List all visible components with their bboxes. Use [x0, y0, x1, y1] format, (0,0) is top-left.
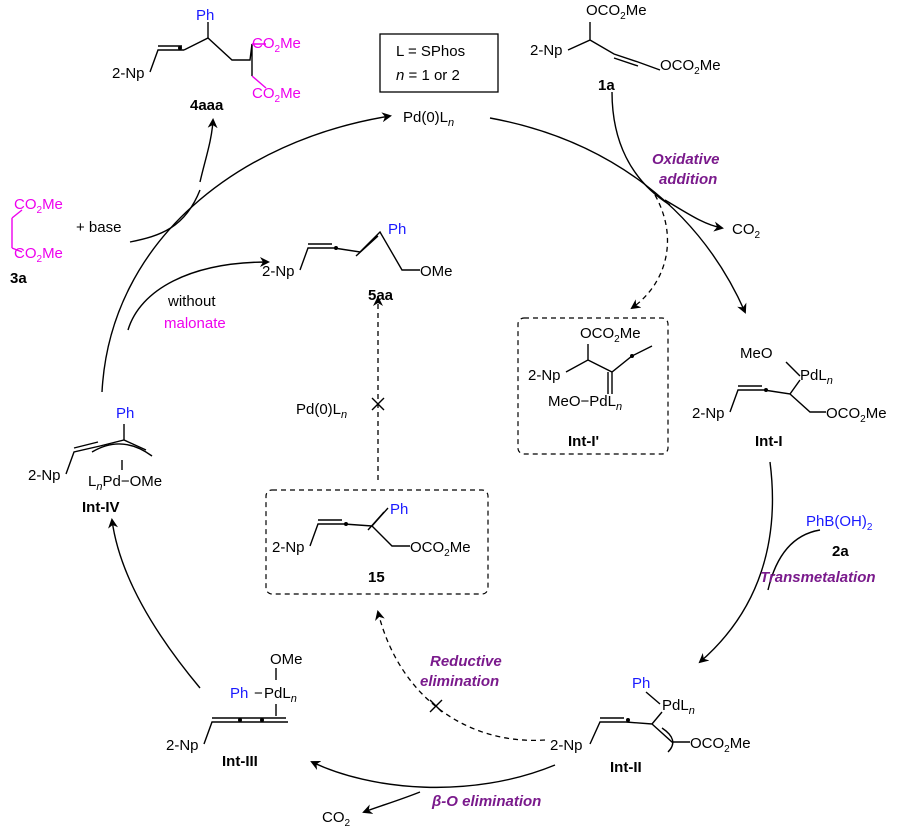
compound-intII: Ph PdLn 2-Np OCO2Me Int-II: [550, 675, 751, 776]
svg-text:CO2Me: CO2Me: [252, 85, 301, 105]
svg-text:Int-I: Int-I: [755, 433, 783, 450]
co2-bottom: CO2: [322, 809, 351, 829]
compound-intI: MeO PdLn 2-Np OCO2Me Int-I: [692, 345, 887, 450]
arrow-to-4aaa: [199, 118, 218, 183]
svg-text:Ph: Ph: [632, 675, 650, 692]
svg-text:15: 15: [368, 569, 385, 586]
compound-intIV: Ph 2-Np LnPd−OMe Int-IV: [28, 405, 162, 516]
svg-text:PdLn: PdLn: [800, 367, 833, 387]
svg-text:Int-III: Int-III: [222, 753, 258, 770]
compound-intIII: OMe Ph − PdLn 2-Np Int-III: [166, 651, 303, 770]
svg-text:OCO2Me: OCO2Me: [690, 735, 751, 755]
label-elimination: elimination: [420, 673, 499, 690]
svg-text:4aaa: 4aaa: [190, 97, 224, 114]
label-reductive: Reductive: [430, 653, 502, 670]
compound-5aa: 2-Np Ph OMe 5aa: [262, 221, 453, 304]
compound-2a-label: 2a: [832, 543, 849, 560]
conditions-box: [379, 33, 499, 93]
svg-text:2-Np: 2-Np: [28, 467, 61, 484]
compound-15-box: [265, 489, 489, 595]
arrow-to-5aa: [127, 257, 270, 331]
svg-text:2-Np: 2-Np: [272, 539, 305, 556]
compound-3a: CO2Me CO2Me 3a: [10, 196, 63, 287]
label-oxidative: Oxidative: [652, 151, 720, 168]
svg-text:OMe: OMe: [270, 651, 303, 668]
label-malonate: malonate: [164, 315, 226, 332]
arrow-intII-to-intIII: [310, 760, 556, 789]
svg-text:2-Np: 2-Np: [166, 737, 199, 754]
conditions-line2: n = 1 or 2: [396, 67, 460, 84]
svg-text:Ph: Ph: [388, 221, 406, 238]
cycle-arrows: [101, 91, 821, 814]
svg-text:OCO2Me: OCO2Me: [660, 57, 721, 77]
svg-text:OCO2Me: OCO2Me: [586, 2, 647, 22]
svg-text:−: −: [254, 685, 263, 702]
svg-text:Int-IV: Int-IV: [82, 499, 120, 516]
cross-mark-upper: [371, 397, 385, 411]
svg-text:OCO2Me: OCO2Me: [410, 539, 471, 559]
svg-text:CO2Me: CO2Me: [14, 196, 63, 216]
svg-text:2-Np: 2-Np: [528, 367, 561, 384]
compound-intIp: 2-Np OCO2Me MeO−PdLn Int-I': [528, 325, 653, 450]
svg-text:2-Np: 2-Np: [112, 65, 145, 82]
svg-text:Ph: Ph: [390, 501, 408, 518]
arrow-intI-to-intII: [698, 461, 774, 664]
svg-text:OMe: OMe: [420, 263, 453, 280]
arrow-pd0-to-intI: [489, 117, 747, 314]
svg-text:Ph: Ph: [230, 685, 248, 702]
label-transmetalation: Transmetalation: [760, 569, 876, 586]
phboh2: PhB(OH)2: [806, 513, 873, 533]
conditions-line1: L = SPhos: [396, 43, 465, 60]
svg-text:5aa: 5aa: [368, 287, 394, 304]
arrow-malonate-in: [129, 189, 201, 243]
svg-text:1a: 1a: [598, 77, 615, 94]
arrow-intIV-to-pd0: [101, 112, 392, 393]
svg-text:PdLn: PdLn: [264, 685, 297, 705]
label-beta-o: β-O elimination: [431, 793, 541, 810]
intIp-box: [517, 317, 669, 455]
arrow-2a-in: [767, 529, 821, 591]
svg-text:MeO−PdLn: MeO−PdLn: [548, 393, 622, 413]
svg-text:Ph: Ph: [196, 7, 214, 24]
co2-top: CO2: [732, 221, 761, 241]
svg-text:Int-I': Int-I': [568, 433, 599, 450]
svg-text:2-Np: 2-Np: [550, 737, 583, 754]
svg-text:CO2Me: CO2Me: [252, 35, 301, 55]
compound-4aaa: 2-Np Ph CO2Me CO2Me 4aaa: [112, 7, 301, 114]
pd0-catalyst: Pd(0)Ln: [403, 109, 454, 129]
svg-text:CO2Me: CO2Me: [14, 245, 63, 265]
svg-text:Ph: Ph: [116, 405, 134, 422]
svg-text:LnPd−OMe: LnPd−OMe: [88, 473, 162, 493]
svg-text:3a: 3a: [10, 270, 27, 287]
cross-mark-lower: [429, 699, 443, 713]
svg-text:OCO2Me: OCO2Me: [580, 325, 641, 345]
compound-1a: 2-Np OCO2Me OCO2Me 1a: [530, 2, 721, 94]
svg-text:PdLn: PdLn: [662, 697, 695, 717]
base-label: + base: [76, 219, 121, 236]
arrow-co2-out-bottom: [362, 791, 421, 814]
svg-text:2-Np: 2-Np: [692, 405, 725, 422]
svg-text:2-Np: 2-Np: [530, 42, 563, 59]
arrow-intIII-to-intIV: [108, 518, 201, 689]
arrow-to-intIp: [630, 194, 669, 310]
svg-text:Int-II: Int-II: [610, 759, 642, 776]
svg-text:MeO: MeO: [740, 345, 773, 362]
arrow-1a-in: [611, 91, 671, 206]
svg-text:OCO2Me: OCO2Me: [826, 405, 887, 425]
label-without: without: [167, 293, 216, 310]
svg-text:2-Np: 2-Np: [262, 263, 295, 280]
blocked-marks: [371, 397, 443, 713]
compound-15: 2-Np Ph OCO2Me 15: [272, 501, 471, 586]
label-addition: addition: [659, 171, 717, 188]
pd0-catalyst-middle: Pd(0)Ln: [296, 401, 347, 421]
arrow-co2-out-top: [664, 199, 724, 232]
